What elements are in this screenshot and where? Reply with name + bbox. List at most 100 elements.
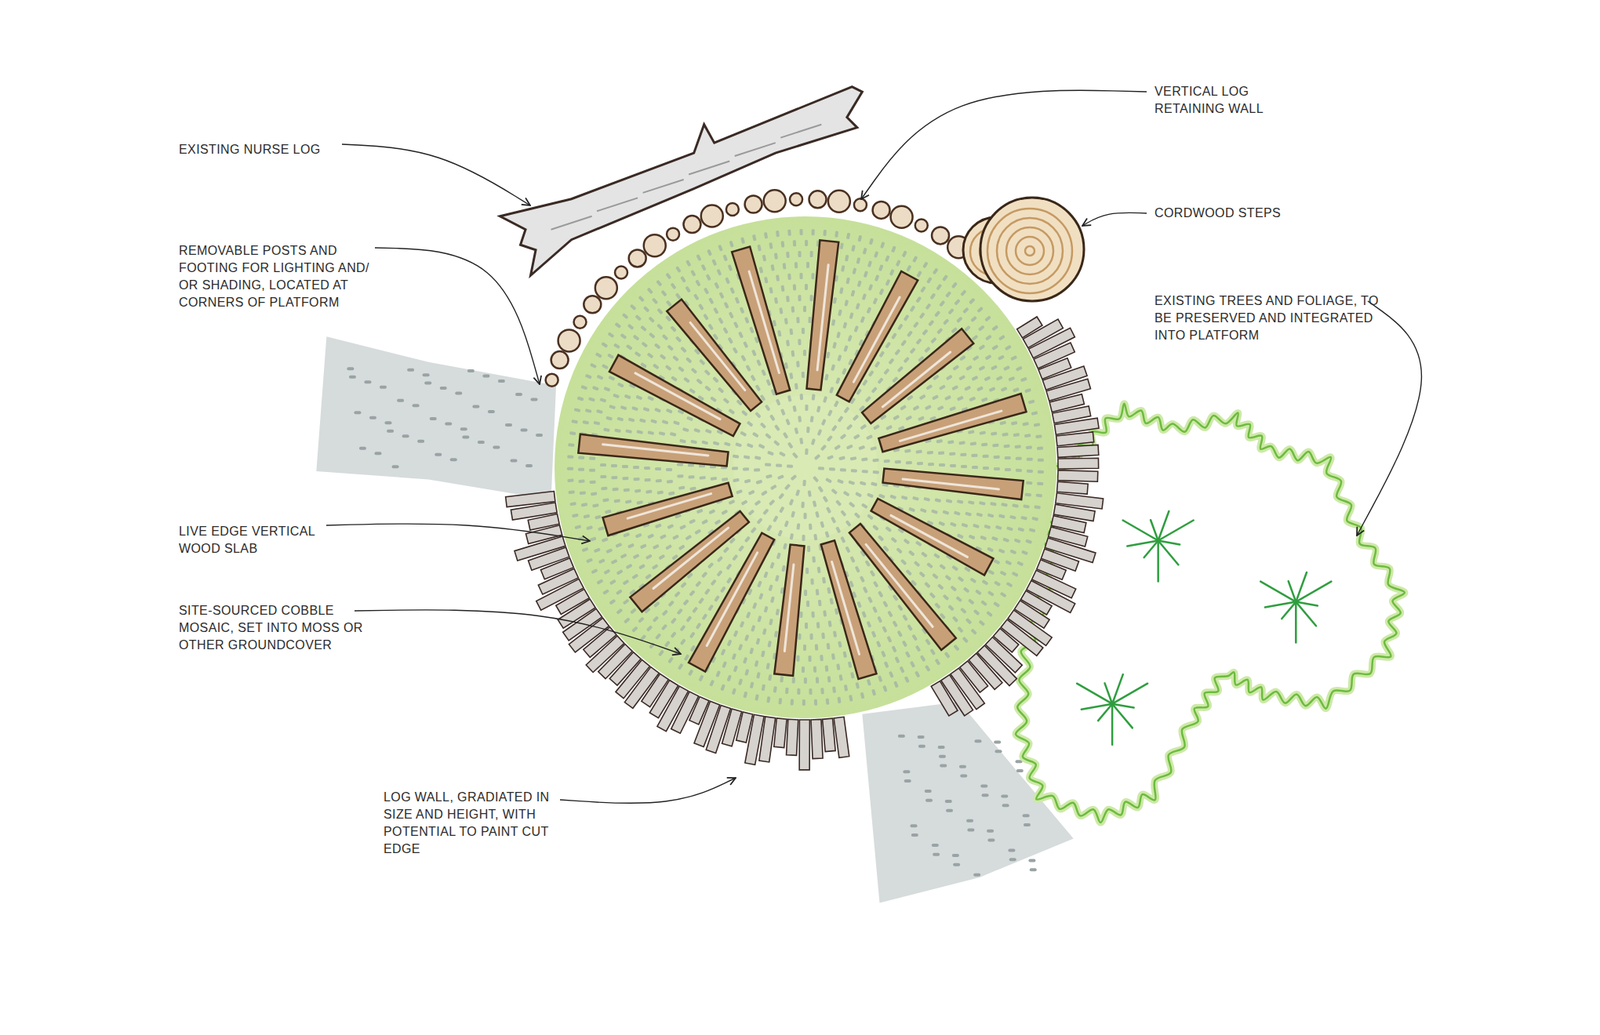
- cobble: [965, 618, 973, 625]
- cobble: [804, 283, 808, 291]
- cobble: [906, 330, 913, 338]
- paving-mark: [924, 789, 932, 793]
- cobble: [607, 375, 615, 382]
- cobble: [690, 440, 698, 445]
- log-slat: [810, 719, 823, 759]
- cobble: [579, 490, 586, 495]
- cobble: [750, 374, 757, 382]
- cobble: [976, 512, 984, 518]
- cobble: [774, 424, 781, 432]
- cobble: [644, 573, 652, 580]
- cobble: [581, 420, 590, 426]
- cobble: [810, 578, 814, 586]
- cobble: [650, 418, 658, 424]
- cobble: [908, 549, 916, 557]
- cobble: [749, 647, 754, 655]
- cobble: [968, 298, 975, 305]
- cobble: [810, 415, 815, 422]
- tree-ring: [1006, 227, 1054, 275]
- cobble: [820, 687, 825, 695]
- cobble: [945, 290, 952, 299]
- cobble: [628, 418, 636, 423]
- log-slat: [833, 716, 850, 758]
- cobble: [806, 600, 810, 608]
- cobble: [934, 498, 942, 503]
- cobble: [615, 589, 623, 596]
- leader-line: [1082, 212, 1147, 226]
- cobble: [921, 328, 928, 336]
- cobble: [782, 262, 787, 270]
- paving-mark: [904, 779, 912, 783]
- cobble: [960, 453, 967, 458]
- paving-mark: [460, 427, 468, 431]
- cobble: [931, 394, 939, 400]
- callout-label: EXISTING NURSE LOG: [178, 141, 321, 159]
- cobble: [814, 643, 819, 651]
- cobble: [764, 432, 772, 440]
- cobble: [1009, 549, 1017, 555]
- cobble: [866, 679, 872, 687]
- foliage-edge: [1015, 403, 1405, 823]
- paving-mark: [349, 375, 357, 379]
- cobble: [601, 537, 609, 542]
- cobble: [655, 280, 662, 288]
- cobble: [998, 334, 1006, 342]
- cobble: [581, 502, 589, 507]
- cobble: [920, 551, 928, 558]
- cobble: [922, 261, 929, 269]
- cobble: [647, 316, 655, 323]
- cobble: [1037, 458, 1044, 462]
- log-slat: [1056, 432, 1095, 447]
- log-wall: [505, 316, 1104, 771]
- paving-mark: [994, 749, 1002, 753]
- log-slat: [505, 491, 556, 508]
- paving-mark: [440, 386, 448, 390]
- cobble: [1025, 539, 1033, 545]
- cobble: [787, 273, 792, 280]
- callout-label: LIVE EDGE VERTICAL WOOD SLAB: [178, 523, 328, 558]
- cobble: [867, 260, 873, 268]
- log-post: [614, 266, 628, 280]
- tree-symbol: [1265, 602, 1296, 608]
- cobble: [961, 523, 969, 528]
- cobble: [1026, 458, 1033, 462]
- cobble: [629, 304, 637, 311]
- path-band: [861, 701, 1073, 903]
- cobble: [716, 570, 723, 578]
- cobble: [973, 609, 981, 616]
- cobble: [1031, 516, 1039, 522]
- cobble: [637, 295, 644, 303]
- cobble: [672, 420, 680, 426]
- cobble: [669, 325, 677, 333]
- cobble: [729, 287, 735, 295]
- cobble: [621, 465, 629, 469]
- cobble: [927, 462, 935, 466]
- cobble: [785, 251, 790, 259]
- cobble: [627, 323, 635, 331]
- cobble: [903, 356, 910, 364]
- cobble: [729, 240, 735, 248]
- cobble: [656, 490, 664, 495]
- cobble: [905, 265, 912, 273]
- cobble: [817, 486, 824, 494]
- cobble: [1004, 456, 1011, 460]
- log-post: [872, 201, 891, 219]
- callout-label: LOG WALL, GRADIATED IN SIZE AND HEIGHT, …: [383, 789, 572, 859]
- cobble: [808, 523, 813, 531]
- cobble: [897, 323, 904, 331]
- cobble: [891, 645, 898, 653]
- path-band: [316, 336, 557, 500]
- cobble: [665, 272, 672, 280]
- cobble: [970, 375, 979, 382]
- cobble: [906, 624, 913, 632]
- cobble: [765, 474, 773, 480]
- cobble: [777, 330, 782, 338]
- cobble: [854, 491, 862, 498]
- paving-mark: [911, 833, 919, 837]
- cobble: [963, 385, 971, 392]
- cobble: [835, 499, 842, 507]
- cobble: [905, 415, 913, 422]
- cobble: [796, 655, 800, 662]
- cobble: [1037, 470, 1044, 474]
- cobble: [581, 547, 590, 553]
